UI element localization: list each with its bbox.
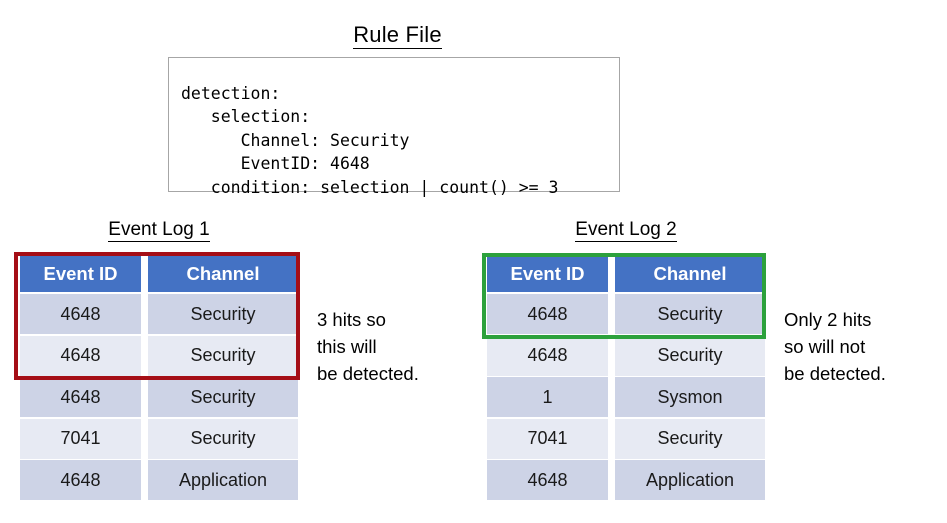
cell-channel: Security xyxy=(148,418,298,459)
event-log-1-note: 3 hits so this will be detected. xyxy=(317,309,419,384)
event-log-2-title-text: Event Log 2 xyxy=(575,219,677,242)
cell-event-id: 7041 xyxy=(20,418,141,459)
cell-channel: Security xyxy=(148,294,298,334)
rule-file-title-text: Rule File xyxy=(353,22,442,49)
cell-channel: Application xyxy=(148,460,298,500)
column-divider xyxy=(141,460,148,500)
event-log-2-title: Event Log 2 xyxy=(487,218,765,242)
column-divider xyxy=(608,377,615,417)
column-divider xyxy=(608,418,615,459)
table-row[interactable]: 7041 Security xyxy=(487,418,765,459)
cell-event-id: 4648 xyxy=(20,294,141,334)
table-row[interactable]: 1 Sysmon xyxy=(487,377,765,417)
event-log-2-panel: Event Log 2 Event ID Channel 4648 Securi… xyxy=(482,218,766,502)
table-header-row: Event ID Channel xyxy=(487,256,765,292)
column-divider xyxy=(608,335,615,376)
cell-event-id: 4648 xyxy=(487,294,608,334)
column-divider xyxy=(141,418,148,459)
table-row[interactable]: 4648 Security xyxy=(20,335,298,376)
cell-event-id: 4648 xyxy=(20,335,141,376)
column-divider xyxy=(141,377,148,417)
table-row[interactable]: 4648 Application xyxy=(20,460,298,500)
column-header-event-id: Event ID xyxy=(20,256,141,292)
cell-event-id: 7041 xyxy=(487,418,608,459)
column-divider xyxy=(608,256,615,292)
cell-event-id: 4648 xyxy=(20,377,141,417)
table-row[interactable]: 7041 Security xyxy=(20,418,298,459)
column-header-channel: Channel xyxy=(615,256,765,292)
cell-event-id: 4648 xyxy=(487,335,608,376)
table-row[interactable]: 4648 Application xyxy=(487,460,765,500)
cell-channel: Security xyxy=(615,418,765,459)
cell-channel: Security xyxy=(615,335,765,376)
rule-file-title: Rule File xyxy=(0,22,795,49)
cell-event-id: 4648 xyxy=(487,460,608,500)
column-divider xyxy=(608,460,615,500)
event-log-2-note: Only 2 hits so will not be detected. xyxy=(784,309,886,384)
cell-channel: Security xyxy=(148,335,298,376)
cell-channel: Sysmon xyxy=(615,377,765,417)
column-divider xyxy=(141,256,148,292)
table-row[interactable]: 4648 Security xyxy=(487,294,765,334)
column-header-event-id: Event ID xyxy=(487,256,608,292)
event-log-1-panel: Event Log 1 Event ID Channel 4648 Securi… xyxy=(14,218,300,502)
column-divider xyxy=(141,294,148,334)
event-log-1-title: Event Log 1 xyxy=(20,218,298,242)
cell-event-id: 4648 xyxy=(20,460,141,500)
table-row[interactable]: 4648 Security xyxy=(487,335,765,376)
event-log-1-table: Event ID Channel 4648 Security 4648 Secu… xyxy=(14,252,300,500)
cell-channel: Security xyxy=(615,294,765,334)
rule-file-code: detection: selection: Channel: Security … xyxy=(181,83,559,197)
event-log-1-title-text: Event Log 1 xyxy=(108,219,210,242)
rule-file-box: detection: selection: Channel: Security … xyxy=(168,57,620,197)
column-divider xyxy=(141,335,148,376)
column-divider xyxy=(608,294,615,334)
cell-channel: Security xyxy=(148,377,298,417)
table-row[interactable]: 4648 Security xyxy=(20,377,298,417)
cell-event-id: 1 xyxy=(487,377,608,417)
table-header-row: Event ID Channel xyxy=(20,256,298,292)
event-log-2-table: Event ID Channel 4648 Security 4648 Secu… xyxy=(482,253,766,500)
table-row[interactable]: 4648 Security xyxy=(20,294,298,334)
column-header-channel: Channel xyxy=(148,256,298,292)
cell-channel: Application xyxy=(615,460,765,500)
